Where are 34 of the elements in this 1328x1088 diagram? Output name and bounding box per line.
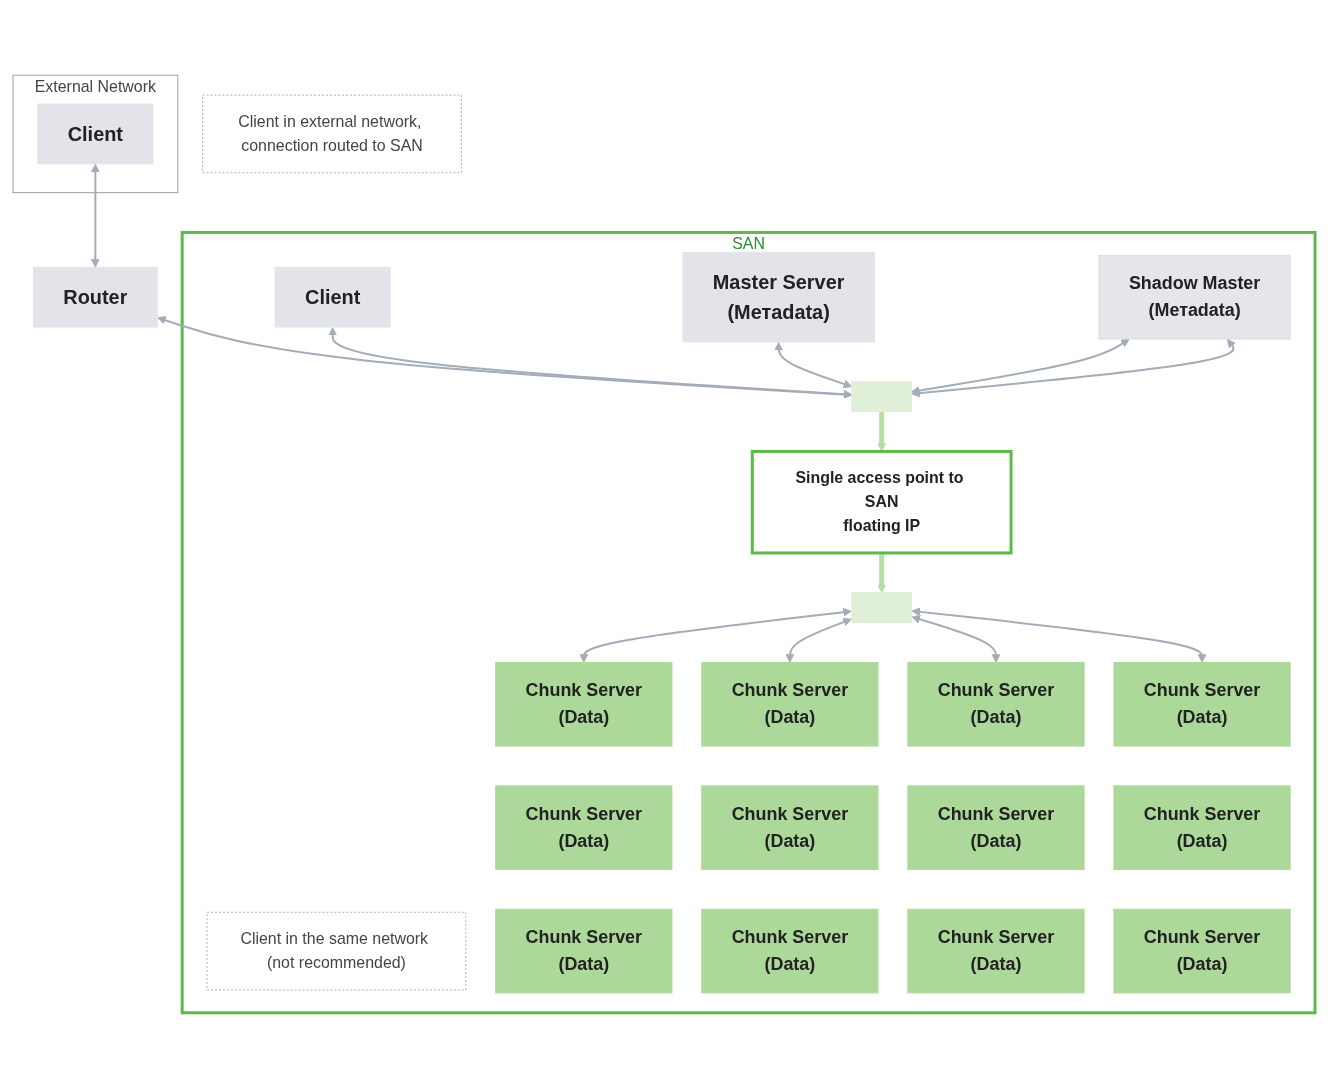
arrow (579, 607, 852, 663)
arrow (785, 617, 852, 663)
node-box: Shadow Master (Метadata) (1098, 254, 1291, 340)
node-box: Chunk Server (Data) (701, 661, 879, 747)
node-box: Chunk Server (Data) (907, 908, 1085, 994)
arrow (328, 327, 853, 399)
arrow (911, 338, 1236, 398)
node-box: Client (274, 266, 391, 328)
arrow (91, 163, 100, 268)
arrow (774, 341, 853, 389)
node-box: Master Server (Метadata) (682, 251, 875, 343)
node-box: Chunk Server (Data) (1113, 661, 1291, 747)
arrow (911, 615, 1001, 663)
node-box: Chunk Server (Data) (701, 908, 879, 994)
node-box: Chunk Server (Data) (907, 661, 1085, 747)
node-bar (851, 592, 913, 624)
node-bar (851, 381, 913, 413)
node-box: Chunk Server (Data) (1113, 908, 1291, 994)
node-box: Client in external network, connection routed to SAN (202, 94, 462, 174)
arrow (911, 607, 1207, 663)
node-box: Chunk Server (Data) (701, 785, 879, 870)
arrow (877, 411, 887, 452)
node-box: Client in the same network (not recommended) (206, 911, 467, 991)
node-box: Router (32, 266, 158, 328)
node-box: Chunk Server (Data) (1113, 785, 1291, 870)
node-box: Chunk Server (Data) (495, 785, 673, 870)
node-box: Chunk Server (Data) (495, 661, 673, 747)
arrow (877, 552, 887, 594)
node-box: Single access point to SAN floating IP (750, 449, 1013, 555)
arrow (911, 338, 1130, 395)
node-box: Client (37, 103, 154, 165)
node-box: Chunk Server (Data) (907, 785, 1085, 870)
arrow (157, 316, 853, 399)
node-box: Chunk Server (Data) (495, 908, 673, 994)
